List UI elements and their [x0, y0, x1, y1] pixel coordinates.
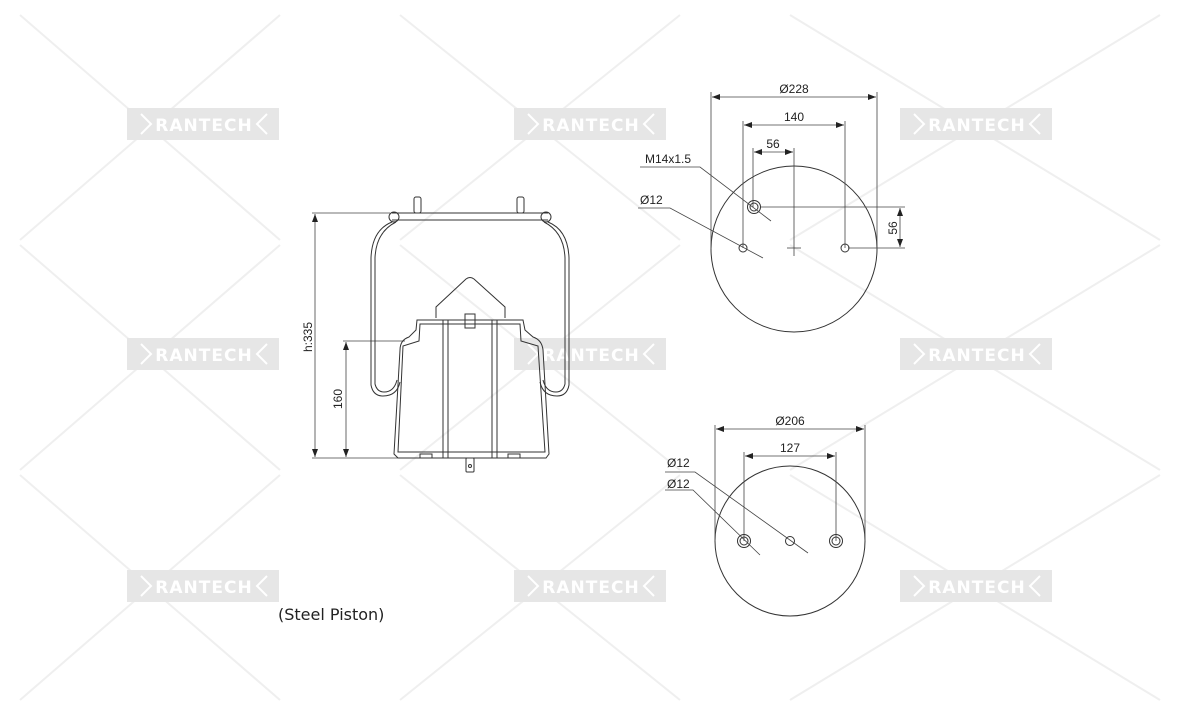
watermark-banner: RANTECH	[514, 570, 666, 602]
top-offset-label: 56	[766, 137, 780, 151]
watermark-text: RANTECH	[928, 578, 1025, 598]
watermark-banner: RANTECH	[900, 570, 1052, 602]
watermark-banner: RANTECH	[127, 338, 279, 370]
bottom-hole-label-1: Ø12	[667, 456, 690, 470]
watermark-text: RANTECH	[542, 578, 639, 598]
watermark-text: RANTECH	[928, 346, 1025, 366]
watermark-banner: RANTECH	[127, 108, 279, 140]
top-vertical-offset-label: 56	[886, 221, 900, 235]
side-view: h:335 160	[301, 196, 570, 473]
watermark-text: RANTECH	[928, 116, 1025, 136]
watermark-banner: RANTECH	[514, 108, 666, 140]
piston-caption: (Steel Piston)	[278, 605, 385, 624]
top-plate-view: Ø228 140 56 56 M14x1.5 Ø12	[638, 82, 905, 333]
watermark-banner: RANTECH	[900, 108, 1052, 140]
watermark-text: RANTECH	[542, 346, 639, 366]
watermark-banner: RANTECH	[514, 338, 666, 370]
watermark-text: RANTECH	[155, 578, 252, 598]
top-hole-label: Ø12	[640, 193, 663, 207]
bottom-diameter-label: Ø206	[775, 414, 805, 428]
watermark-banner: RANTECH	[900, 338, 1052, 370]
piston-height-label: 160	[331, 389, 345, 409]
height-dimension-label: h:335	[301, 322, 315, 352]
bottom-bolt-spacing-label: 127	[780, 441, 800, 455]
watermark-banner: RANTECH	[127, 570, 279, 602]
top-bolt-spacing-label: 140	[784, 110, 804, 124]
watermark-text: RANTECH	[155, 346, 252, 366]
thread-label: M14x1.5	[645, 152, 691, 166]
watermark-text: RANTECH	[155, 116, 252, 136]
bottom-plate-view: Ø206 127 Ø12 Ø12	[665, 414, 866, 617]
watermark-text: RANTECH	[542, 116, 639, 136]
bottom-hole-label-2: Ø12	[667, 477, 690, 491]
top-diameter-label: Ø228	[779, 82, 809, 96]
watermark-banners: RANTECH RANTECH RANTECH RANTECH RANTECH RANTE…	[127, 108, 1052, 602]
